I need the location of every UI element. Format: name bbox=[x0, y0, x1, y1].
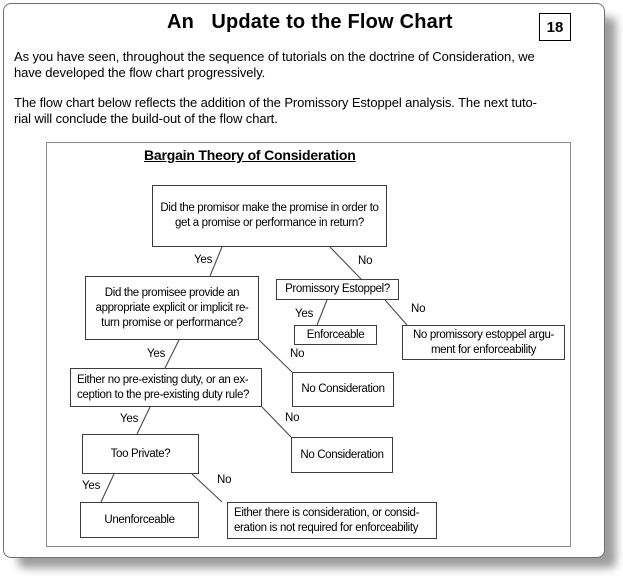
edge-label-promisor-no: No bbox=[358, 255, 373, 267]
connector-estoppel-yes bbox=[316, 299, 328, 326]
flowchart-node-promisor-question: Did the promisor make the promise in ord… bbox=[152, 185, 387, 247]
flowchart-node-preexisting-duty: Either no pre-existing duty, or an ex- c… bbox=[70, 368, 262, 407]
edge-label-estoppel-yes: Yes bbox=[295, 308, 314, 320]
flowchart-node-no-consideration-2: No Consideration bbox=[291, 437, 393, 473]
edge-label-tooprivate-no: No bbox=[217, 474, 232, 486]
flowchart-node-too-private: Too Private? bbox=[82, 434, 199, 474]
flowchart-connectors bbox=[100, 246, 408, 503]
edge-label-promisee-yes: Yes bbox=[147, 348, 166, 360]
connector-tooprivate-no bbox=[191, 473, 223, 503]
connector-promisor-no bbox=[329, 246, 362, 280]
flowchart-node-either-consideration: Either there is consideration, or consid… bbox=[227, 502, 437, 539]
connector-promisee-yes bbox=[164, 339, 180, 369]
flowchart-node-enforceable: Enforceable bbox=[294, 325, 377, 345]
edge-label-preexisting-yes: Yes bbox=[120, 413, 139, 425]
connector-preexisting-yes bbox=[136, 406, 151, 435]
page-number-badge: 18 bbox=[539, 13, 571, 41]
page-title: An Update to the Flow Chart bbox=[167, 11, 453, 33]
connector-estoppel-no bbox=[384, 299, 408, 326]
intro-paragraph: As you have seen, throughout the sequenc… bbox=[14, 49, 535, 80]
edge-label-tooprivate-yes: Yes bbox=[82, 480, 101, 492]
flowchart-node-no-consideration-1: No Consideration bbox=[292, 372, 394, 407]
edge-label-preexisting-no: No bbox=[285, 412, 300, 424]
flowchart-node-promisee-question: Did the promisee provide an appropriate … bbox=[85, 276, 259, 340]
connector-promisor-yes bbox=[209, 246, 223, 277]
update-paragraph: The flow chart below reflects the additi… bbox=[14, 95, 537, 126]
flowchart-node-no-estoppel-argument: No promissory estoppel argu- ment for en… bbox=[402, 325, 565, 360]
connector-tooprivate-yes bbox=[100, 473, 115, 503]
tutorial-page: An Update to the Flow Chart 18 As you ha… bbox=[3, 3, 605, 558]
connector-promisee-no bbox=[258, 339, 293, 373]
connector-preexisting-no bbox=[261, 406, 292, 438]
edge-label-estoppel-no: No bbox=[411, 303, 426, 315]
flowchart-heading: Bargain Theory of Consideration bbox=[144, 147, 356, 163]
flowchart-node-promissory-estoppel: Promissory Estoppel? bbox=[276, 279, 399, 300]
flowchart-panel: Bargain Theory of Consideration Did the … bbox=[46, 142, 571, 547]
edge-label-promisee-no: No bbox=[290, 348, 305, 360]
flowchart-node-unenforceable: Unenforceable bbox=[80, 502, 199, 538]
edge-label-promisor-yes: Yes bbox=[194, 254, 213, 266]
